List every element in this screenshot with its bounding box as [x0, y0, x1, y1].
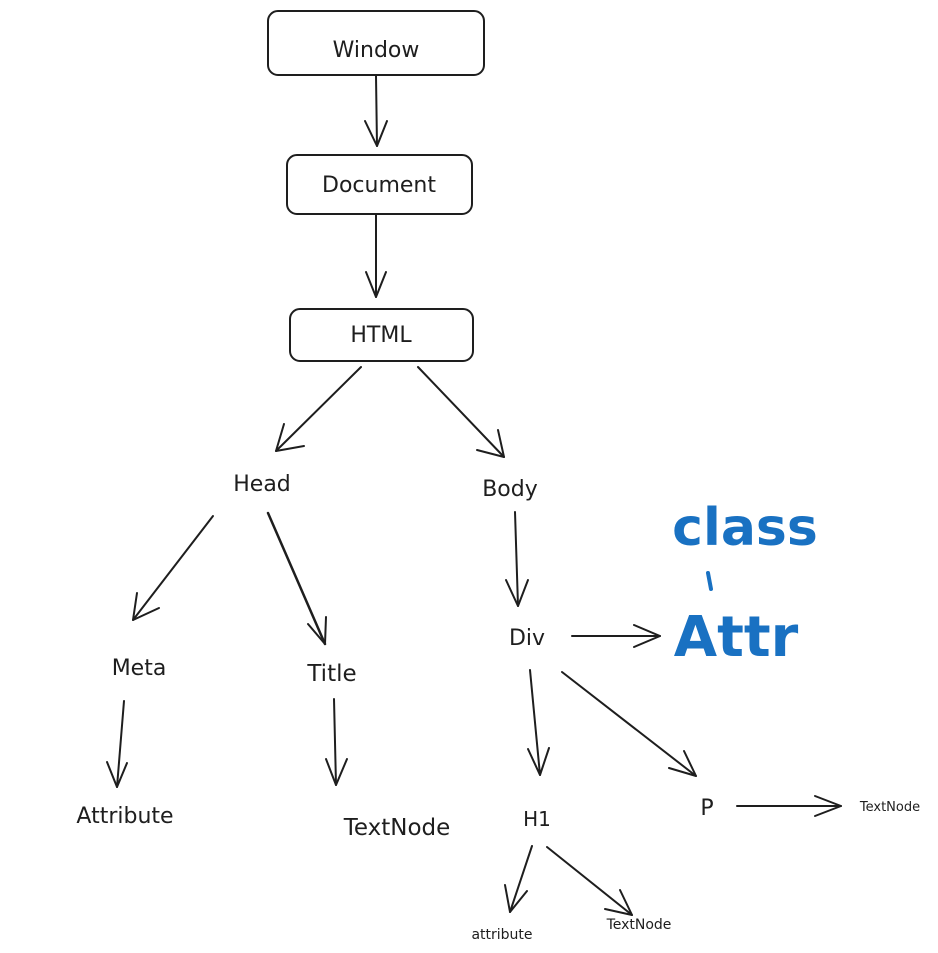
edge-html-body: [417, 366, 505, 458]
edge-body-div: [505, 511, 529, 607]
h1-textnode-label: TextNode: [606, 917, 672, 933]
edge-window-document: [364, 75, 388, 147]
html-label: HTML: [350, 323, 412, 348]
edge-div-h1: [527, 669, 550, 776]
div-label: Div: [509, 626, 545, 651]
meta-label: Meta: [112, 656, 167, 681]
annotation-tick: [706, 571, 713, 591]
edge-head-meta: [132, 515, 214, 621]
html-node: HTML: [289, 308, 474, 362]
h1-attribute-label: attribute: [471, 927, 532, 943]
document-label: Document: [322, 173, 436, 198]
p-label: P: [700, 796, 713, 821]
edge-document-html: [365, 214, 387, 298]
title-label: Title: [306, 661, 356, 687]
edge-title-textnode: [325, 698, 348, 786]
edge-div-p: [561, 671, 697, 777]
document-node: Document: [286, 154, 473, 215]
edge-head-title: [266, 511, 327, 646]
edge-p-textnode: [736, 795, 842, 817]
attribute-label: Attribute: [76, 804, 173, 829]
edge-h1-attribute: [504, 845, 533, 913]
annotation-class-label: class: [672, 498, 818, 558]
window-node: Window: [267, 10, 485, 76]
class-attr-annotation: class Attr: [672, 498, 818, 670]
title-textnode-label: TextNode: [343, 815, 451, 841]
head-label: Head: [233, 472, 291, 497]
h1-label: H1: [523, 807, 551, 831]
edge-div-attr: [571, 624, 661, 648]
window-label: Window: [333, 38, 420, 63]
edge-h1-textnode: [546, 846, 633, 916]
annotation-attr-label: Attr: [674, 605, 799, 670]
body-label: Body: [482, 477, 538, 502]
edge-html-head: [275, 366, 362, 452]
edge-meta-attribute: [106, 700, 128, 788]
p-textnode-label: TextNode: [859, 800, 920, 815]
